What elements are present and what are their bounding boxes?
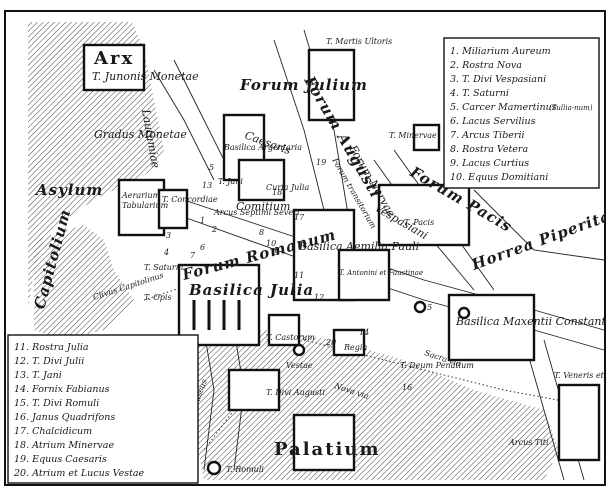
marker-20: 20 — [325, 338, 336, 347]
label-concordiae: T. Concordiae — [162, 195, 218, 204]
marker-19: 19 — [316, 158, 326, 167]
marker-2: 2 — [211, 225, 217, 234]
capitoline-hill — [28, 22, 164, 340]
label-comitium: Comitium — [236, 200, 290, 213]
label-temple-juno: T. Junonis Monetae — [92, 70, 199, 83]
label-curia-julia: Curia Julia — [266, 183, 309, 192]
legend-top-item: 1. Miliarium Aureum — [450, 46, 551, 57]
legend-bottom-item: 19. Equus Caesaris — [14, 454, 107, 465]
label-basilica-argentaria: Basilica Argentaria — [223, 143, 302, 152]
marker-16: 16 — [402, 383, 412, 392]
label-asylum: Asylum — [34, 181, 103, 199]
label-tabularium: Tabularium — [122, 201, 169, 210]
legend-top-item: 5. Carcer Mamertinus — [450, 102, 557, 113]
legend-top-item: 3. T. Divi Vespasiani — [450, 74, 546, 85]
label-vestae: Vestae — [286, 361, 313, 370]
legend-bottom-item: 13. T. Jani — [14, 370, 62, 381]
label-aerarium: Aerarium — [121, 191, 161, 200]
legend-top-item: 9. Lacus Curtius — [450, 158, 529, 169]
label-t-castorum: T. Castorum — [266, 333, 315, 342]
label-romuli: T. Romuli — [226, 465, 264, 474]
marker-7: 7 — [190, 251, 196, 260]
label-basilica-aemilia: Basilica Aemilia Pauli — [298, 240, 419, 253]
marker-10: 10 — [266, 239, 276, 248]
legend-bottom-item: 16. Janus Quadrifons — [14, 412, 115, 423]
numbered-markers: 1 2 3 4 5 6 7 8 9 10 11 12 13 14 15 16 1… — [163, 158, 432, 392]
legend-top-item: 10. Equus Domitiani — [450, 172, 548, 183]
marker-17: 17 — [294, 213, 305, 222]
marker-14: 14 — [359, 328, 369, 337]
label-arcus-severi: Arcus Septimi Severi — [213, 208, 300, 217]
legend-top-item: 7. Arcus Tiberii — [450, 130, 525, 141]
legend-bottom: 11. Rostra Julia 12. T. Divi Julii 13. T… — [7, 334, 199, 484]
legend-bottom-item: 17. Chalcidicum — [14, 426, 92, 437]
label-t-martis: T. Martis Ultoris — [326, 37, 392, 46]
label-t-opis: T. Opis — [144, 293, 172, 302]
marker-11: 11 — [294, 271, 304, 280]
label-basilica-constantini: Basilica Maxentii Constantini — [455, 315, 606, 328]
legend-bottom-item: 20. Atrium et Lucus Vestae — [13, 468, 145, 479]
buildings — [82, 43, 601, 476]
label-templum-pacis: T. Pacis — [404, 218, 434, 227]
label-t-minervae: T. Minervae — [389, 131, 437, 140]
legend-top-item: 6. Lacus Servilius — [450, 116, 536, 127]
legend-bottom-item: 15. T. Divi Romuli — [14, 398, 99, 409]
label-arcus-titi: Arcus Titi — [508, 438, 549, 447]
map-canvas: Arx T. Junonis Monetae Lautumiae Gradus … — [4, 10, 612, 486]
legend-top: 1. Miliarium Aureum 2. Rostra Nova 3. T.… — [443, 37, 600, 189]
marker-6: 6 — [200, 243, 205, 252]
marker-3: 3 — [166, 231, 171, 240]
label-janus: T. Jani — [218, 177, 243, 186]
legend-bottom-item: 14. Fornix Fabianus — [14, 384, 110, 395]
marker-8: 8 — [259, 228, 264, 237]
label-antoninus: T. Antonini et Faustinae — [339, 269, 423, 277]
marker-5: 5 — [209, 163, 214, 172]
marker-18: 18 — [272, 188, 282, 197]
label-divi-augusti: T. Divi Augusti — [266, 388, 325, 397]
label-deum-penatium: T. Deum Penatium — [400, 361, 474, 370]
label-arx: Arx — [93, 48, 134, 69]
marker-15: 15 — [422, 303, 432, 312]
label-palatium: Palatium — [274, 439, 381, 460]
label-t-saturni: T. Saturni — [144, 263, 184, 272]
marker-13: 13 — [202, 181, 212, 190]
marker-9: 9 — [274, 248, 279, 257]
legend-top-item: 2. Rostra Nova — [449, 60, 522, 71]
marker-12: 12 — [314, 293, 324, 302]
palatine-hill — [194, 330, 559, 480]
label-gradus: Gradus Monetae — [94, 128, 187, 141]
marker-4: 4 — [163, 248, 169, 257]
label-regia: Regia — [343, 343, 367, 352]
legend-bottom-item: 11. Rostra Julia — [14, 342, 89, 353]
legend-top-item: 8. Rostra Vetera — [450, 144, 528, 155]
label-basilica-julia: Basilica Julia — [188, 281, 314, 299]
legend-bottom-item: 12. T. Divi Julii — [14, 356, 84, 367]
historical-map: Arx T. Junonis Monetae Lautumiae Gradus … — [4, 10, 612, 486]
label-veneris: T. Veneris et Romae — [554, 371, 606, 380]
legend-top-item: 4. T. Saturni — [449, 88, 509, 99]
label-forum-julium: Forum Julium — [239, 76, 368, 94]
legend-bottom-item: 18. Atrium Minervae — [14, 440, 114, 451]
marker-1: 1 — [200, 216, 205, 225]
legend-top-note: (Tullia-num) — [549, 104, 593, 112]
